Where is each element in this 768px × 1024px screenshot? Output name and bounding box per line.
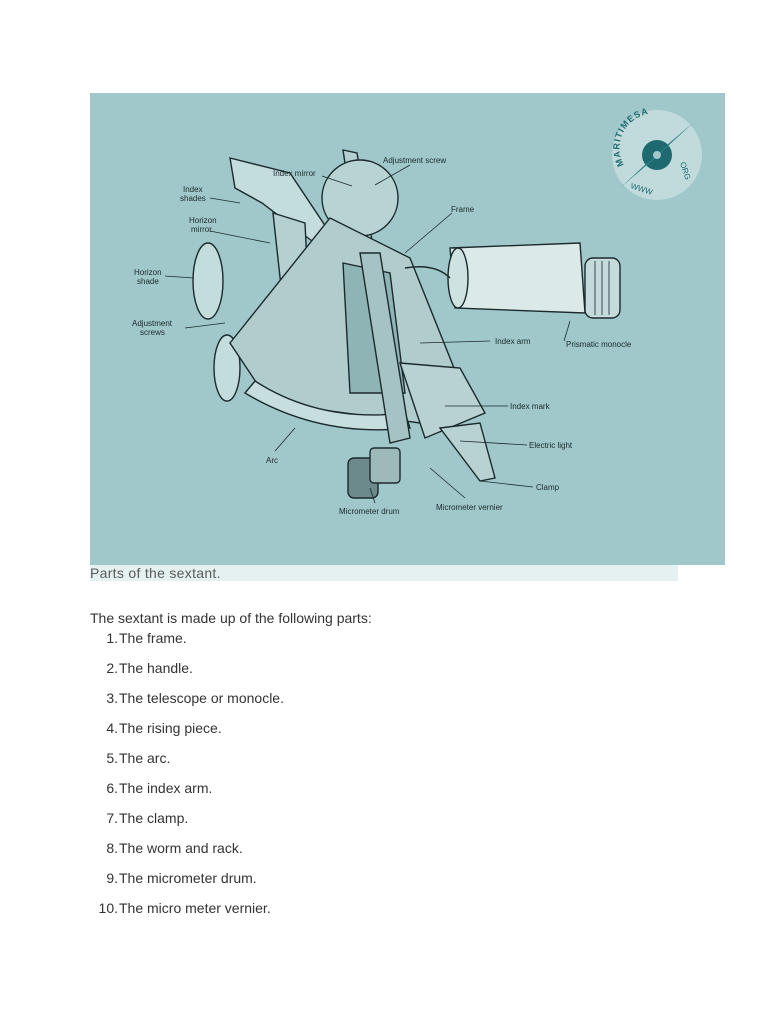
- list-number: 9.: [90, 870, 118, 900]
- list-number: 2.: [90, 660, 118, 690]
- maritimesa-logo: MARITIMESA ORG WWW: [611, 106, 702, 200]
- label-adjustment-screw: Adjustment screw: [383, 156, 446, 165]
- parts-intro: The sextant is made up of the following …: [90, 610, 372, 626]
- label-horizon-shade-1: Horizon: [134, 268, 162, 277]
- label-index-arm: Index arm: [495, 337, 531, 346]
- list-text: The telescope or monocle.: [118, 690, 284, 720]
- list-number: 6.: [90, 780, 118, 810]
- list-item: 4.The rising piece.: [90, 720, 284, 750]
- sextant-figure: MARITIMESA ORG WWW: [90, 93, 725, 565]
- list-text: The rising piece.: [118, 720, 222, 750]
- list-number: 1.: [90, 630, 118, 660]
- label-horizon-shade-2: shade: [137, 277, 159, 286]
- list-text: The micrometer drum.: [118, 870, 257, 900]
- list-item: 8.The worm and rack.: [90, 840, 284, 870]
- parts-list: 1.The frame. 2.The handle. 3.The telesco…: [90, 630, 284, 930]
- list-item: 7.The clamp.: [90, 810, 284, 840]
- list-text: The worm and rack.: [118, 840, 243, 870]
- label-index-mirror: Index mirror: [273, 169, 316, 178]
- label-clamp: Clamp: [536, 483, 560, 492]
- list-item: 9.The micrometer drum.: [90, 870, 284, 900]
- list-item: 3.The telescope or monocle.: [90, 690, 284, 720]
- label-electric-light: Electric light: [529, 441, 573, 450]
- figure-caption: Parts of the sextant.: [90, 565, 678, 581]
- list-text: The clamp.: [118, 810, 188, 840]
- list-number: 7.: [90, 810, 118, 840]
- label-arc: Arc: [266, 456, 278, 465]
- label-adjustment-screws-1: Adjustment: [132, 319, 173, 328]
- list-item: 10.The micro meter vernier.: [90, 900, 284, 930]
- label-prismatic-monocle: Prismatic monocle: [566, 340, 632, 349]
- list-number: 4.: [90, 720, 118, 750]
- list-item: 6.The index arm.: [90, 780, 284, 810]
- label-micrometer-drum: Micrometer drum: [339, 507, 400, 516]
- list-number: 8.: [90, 840, 118, 870]
- list-text: The arc.: [118, 750, 170, 780]
- list-item: 1.The frame.: [90, 630, 284, 660]
- list-text: The micro meter vernier.: [118, 900, 271, 930]
- list-number: 3.: [90, 690, 118, 720]
- label-micrometer-vernier: Micrometer vernier: [436, 503, 503, 512]
- label-horizon-mirror-1: Horizon: [189, 216, 217, 225]
- list-text: The handle.: [118, 660, 193, 690]
- list-item: 2.The handle.: [90, 660, 284, 690]
- label-adjustment-screws-2: screws: [140, 328, 165, 337]
- list-text: The frame.: [118, 630, 187, 660]
- list-item: 5.The arc.: [90, 750, 284, 780]
- label-index-shades-2: shades: [180, 194, 206, 203]
- list-number: 5.: [90, 750, 118, 780]
- label-horizon-mirror-2: mirror: [191, 225, 212, 234]
- label-index-shades-1: Index: [183, 185, 203, 194]
- label-frame: Frame: [451, 205, 475, 214]
- list-text: The index arm.: [118, 780, 212, 810]
- sextant-diagram: MARITIMESA ORG WWW: [90, 93, 725, 565]
- list-number: 10.: [90, 900, 118, 930]
- label-index-mark: Index mark: [510, 402, 551, 411]
